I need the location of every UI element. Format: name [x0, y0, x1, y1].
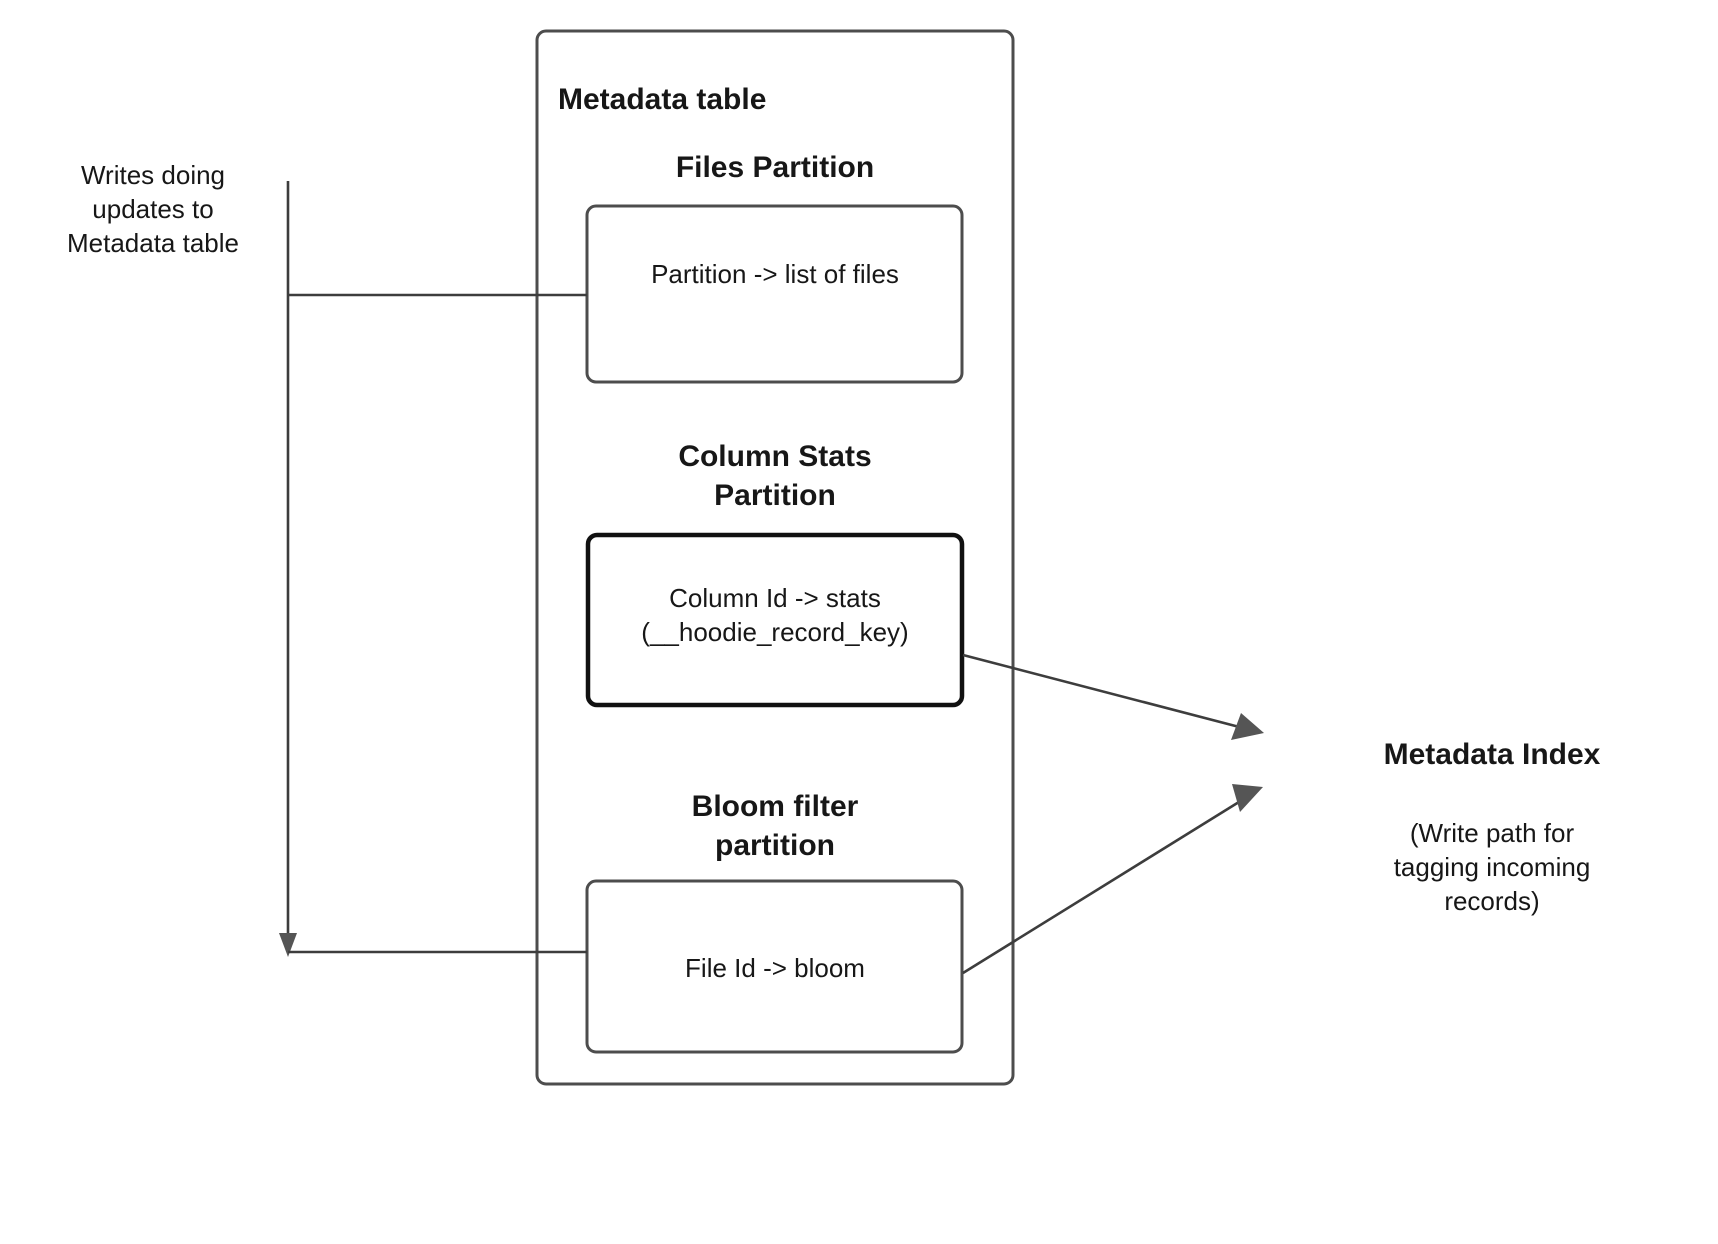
metadata-table-outer-box — [535, 29, 1015, 1086]
column-stats-to-index-line — [962, 653, 1248, 731]
files-partition-body-text: Partition -> list of files — [651, 259, 899, 289]
bloom-filter-to-index-arrowhead — [1232, 784, 1263, 812]
column-stats-to-index-arrowhead — [1231, 713, 1264, 740]
column-stats-partition-box — [585, 532, 965, 708]
metadata-index-title: Metadata Index — [1383, 738, 1601, 771]
bloom-filter-partition-box — [585, 879, 964, 1054]
metadata-table-title: Metadata table — [558, 83, 767, 116]
writes-trunk-arrowhead — [279, 933, 297, 957]
column-stats-partition-heading: Column Stats Partition — [678, 440, 872, 512]
bloom-filter-to-index-line — [962, 795, 1248, 975]
metadata-index-note: (Write path for tagging incoming records… — [1393, 818, 1591, 916]
writes-annotation-label: Writes doing updates to Metadata table — [66, 160, 239, 258]
column-stats-partition-body-text: Column Id -> stats (__hoodie_record_key) — [641, 583, 909, 647]
files-partition-box — [585, 204, 964, 384]
bloom-filter-partition-heading: Bloom filter partition — [691, 790, 859, 862]
bloom-filter-partition-body-text: File Id -> bloom — [685, 953, 865, 983]
files-partition-heading: Files Partition — [675, 151, 875, 184]
